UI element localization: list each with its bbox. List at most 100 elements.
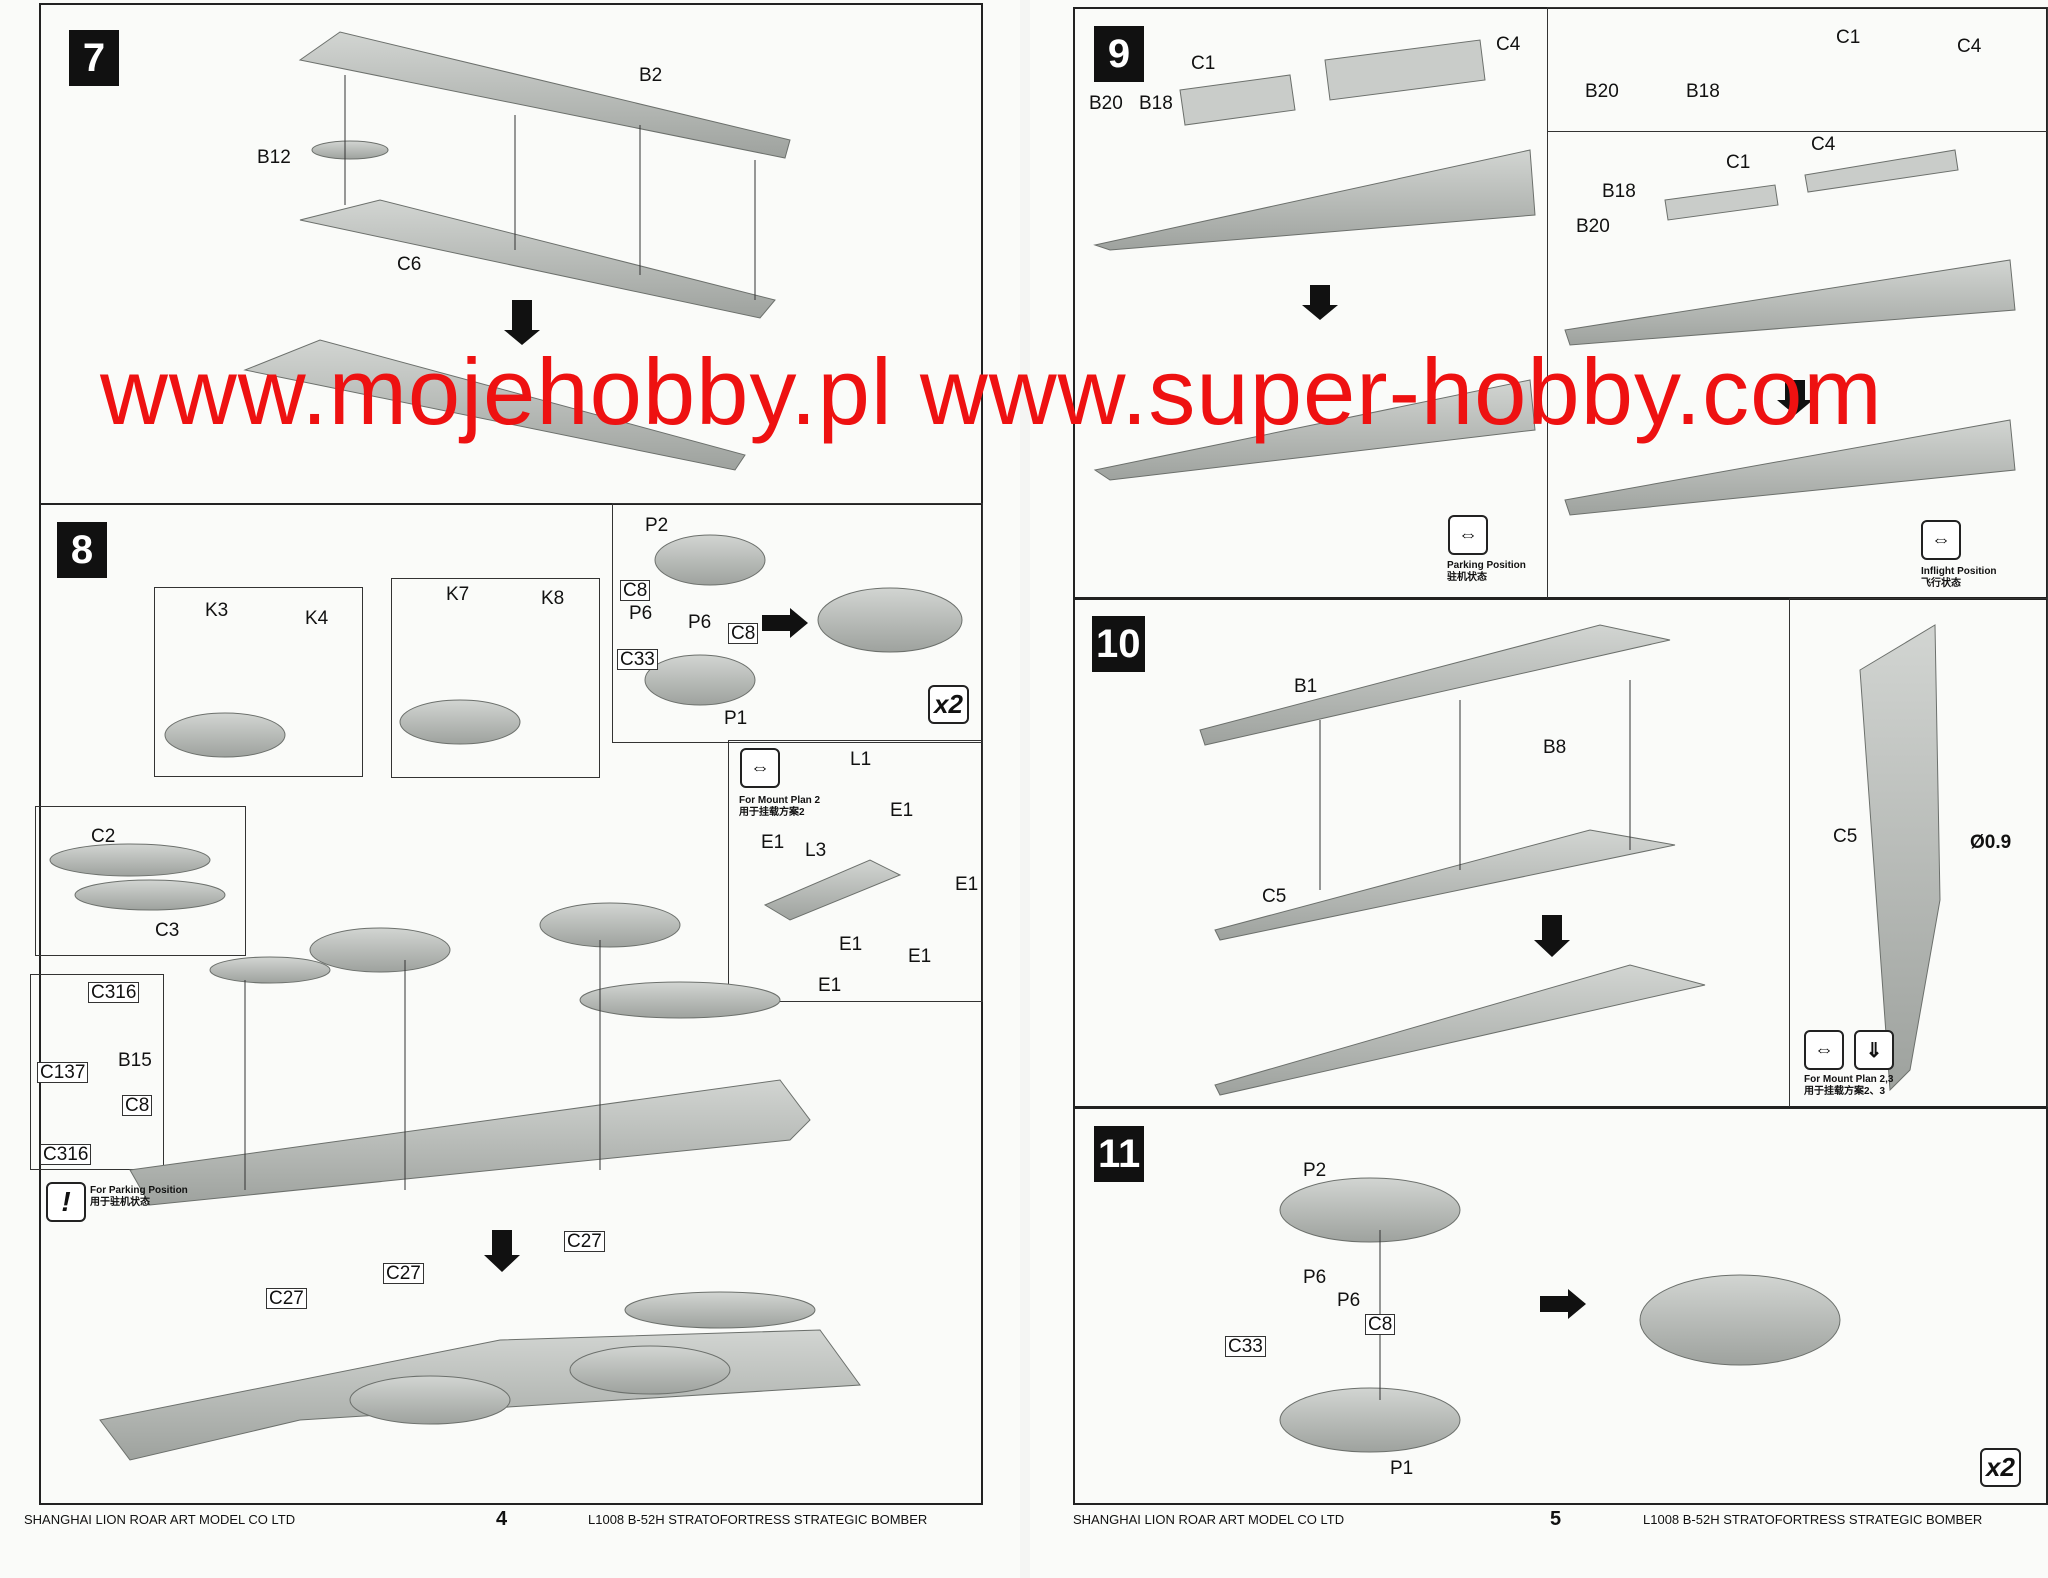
- part-label: C33: [617, 649, 658, 670]
- part-label: B20: [1089, 93, 1123, 114]
- wing-step9-final: [1093, 379, 1536, 481]
- wing-step10-final: [1214, 964, 1706, 1096]
- part-label: P6: [688, 612, 712, 633]
- quantity-x2-badge: x2: [928, 685, 969, 724]
- step-8-engine-subpanel: [612, 503, 983, 743]
- part-label: P1: [724, 708, 748, 729]
- part-label: P2: [1303, 1160, 1327, 1181]
- missile-rack-final: [624, 1291, 816, 1329]
- part-label: C8: [728, 623, 759, 644]
- part-label: C27: [564, 1231, 605, 1252]
- part-label: C3: [155, 920, 180, 941]
- parking-position-icon: ⇔: [1448, 515, 1488, 555]
- part-label: C27: [383, 1263, 424, 1284]
- part-label: C2: [91, 826, 116, 847]
- mount-plan-icon: ⇔: [1804, 1030, 1844, 1070]
- part-label: B18: [1686, 81, 1720, 102]
- part-label: B20: [1585, 81, 1619, 102]
- fuel-tank: [209, 956, 331, 984]
- part-label: C4: [1496, 34, 1521, 55]
- part-label: C5: [1262, 886, 1287, 907]
- page-number-left: 4: [496, 1508, 508, 1530]
- part-label: C33: [1225, 1336, 1266, 1357]
- part-label: P6: [1303, 1267, 1327, 1288]
- part-label: K3: [205, 600, 229, 621]
- product-title-right: L1008 B-52H STRATOFORTRESS STRATEGIC BOM…: [1643, 1512, 1983, 1527]
- missile-rack: [579, 981, 781, 1019]
- product-title-left: L1008 B-52H STRATOFORTRESS STRATEGIC BOM…: [588, 1512, 928, 1527]
- fuel-tank-c2: [49, 843, 211, 877]
- step-number-8: 8: [57, 522, 107, 578]
- mount-plan-icon: ⇔: [740, 748, 780, 788]
- part-label: E1: [890, 800, 914, 821]
- part-label: C4: [1957, 36, 1982, 57]
- part-label: C8: [1365, 1314, 1396, 1335]
- engine-pod: [539, 902, 681, 948]
- part-label: C4: [1811, 134, 1836, 155]
- assembled-wing: [243, 339, 746, 471]
- part-label: L3: [805, 840, 827, 861]
- pylon-l3: [763, 859, 902, 921]
- part-label: C316: [40, 1144, 92, 1165]
- part-label: E1: [761, 832, 785, 853]
- engine-assembled: [1639, 1274, 1841, 1366]
- engine-pod-final: [569, 1345, 731, 1395]
- part-label: P6: [629, 603, 653, 624]
- engine-pod-sub: [399, 699, 521, 745]
- step-8-c2c3-subpanel: [35, 806, 246, 956]
- part-label: B1: [1294, 676, 1318, 697]
- part-label: B18: [1139, 93, 1173, 114]
- step-8-panel: [39, 503, 983, 1505]
- part-label: C1: [1191, 53, 1216, 74]
- step-11-panel: [1073, 1107, 2048, 1505]
- part-label: C137: [37, 1062, 89, 1083]
- part-label: C316: [88, 982, 140, 1003]
- step-8-k3k4-subpanel: [154, 587, 363, 777]
- drill-size-label: Ø0.9: [1970, 832, 2012, 853]
- part-label: K4: [305, 608, 329, 629]
- company-name-right: SHANGHAI LION ROAR ART MODEL CO LTD: [1073, 1512, 1345, 1527]
- step-number-9: 9: [1094, 26, 1144, 82]
- part-label: E1: [908, 946, 932, 967]
- step-number-11: 11: [1094, 1126, 1145, 1182]
- down-arrows: [484, 285, 1813, 1319]
- quantity-x2-badge: x2: [1980, 1448, 2021, 1487]
- engine-parts: [654, 534, 766, 586]
- page-number-right: 5: [1550, 1508, 1562, 1530]
- step-8-gear-subpanel: [30, 974, 164, 1170]
- engine-pod: [309, 927, 451, 973]
- spar-c5: [1859, 624, 1941, 1092]
- part-label: C1: [1836, 27, 1861, 48]
- part-label: B15: [118, 1050, 152, 1071]
- engine-parts: [644, 654, 756, 706]
- wing-b1: [1199, 624, 1671, 746]
- part-label: C1: [1726, 152, 1751, 173]
- part-label: C8: [620, 580, 651, 601]
- door-c4-inflight: [1804, 149, 1959, 193]
- drill-hole-icon: ⇓: [1854, 1030, 1894, 1070]
- part-label: B2: [639, 65, 663, 86]
- part-label: P6: [1337, 1290, 1361, 1311]
- wing-step9-inflight-final: [1564, 419, 2016, 516]
- watermark: www.mojehobby.pl www.super-hobby.com: [100, 339, 1883, 444]
- door-c4: [1324, 39, 1486, 101]
- step-number-10: 10: [1092, 616, 1145, 672]
- company-name-left: SHANGHAI LION ROAR ART MODEL CO LTD: [24, 1512, 296, 1527]
- part-label: P2: [645, 515, 669, 536]
- upper-wing-part: [298, 31, 791, 159]
- part-label: B18: [1602, 181, 1636, 202]
- part-label: B12: [257, 147, 291, 168]
- engine-pod-sub: [164, 712, 286, 758]
- step-8-k7k8-subpanel: [391, 578, 600, 778]
- part-label: C8: [122, 1095, 153, 1116]
- warning-icon: !: [46, 1182, 86, 1222]
- fuel-tank-c3: [74, 879, 226, 911]
- engine-cowl-p2: [1279, 1177, 1461, 1243]
- part-label: K8: [541, 588, 565, 609]
